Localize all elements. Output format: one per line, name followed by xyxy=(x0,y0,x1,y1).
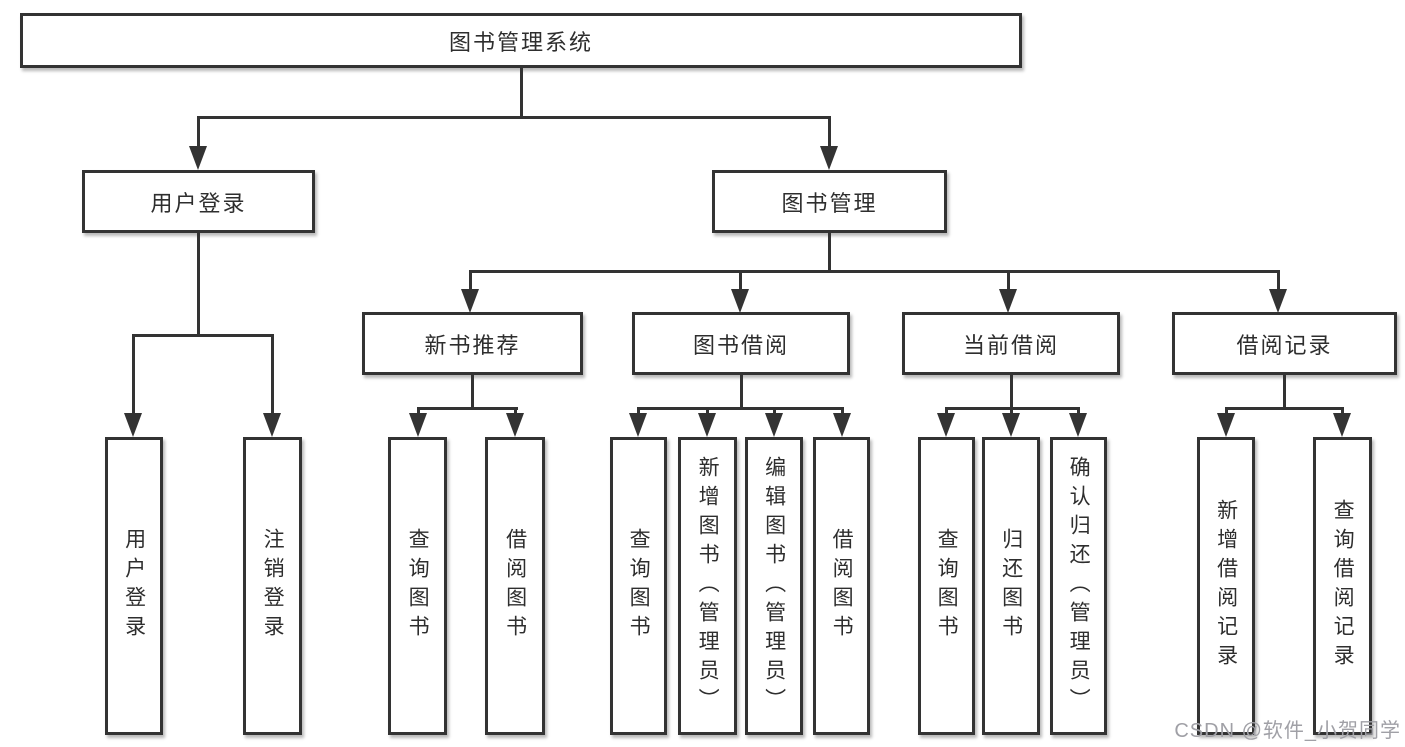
leaf-confirm-return-admin: 确认归还（管理员） xyxy=(1050,437,1107,735)
node-label: 查询图书 xyxy=(935,528,959,644)
leaf-query-borrow-record: 查询借阅记录 xyxy=(1313,437,1372,735)
leaf-logout: 注销登录 xyxy=(243,437,302,735)
node-label: 新书推荐 xyxy=(424,332,521,358)
connector-drop xyxy=(271,334,274,414)
node-label: 编辑图书（管理员） xyxy=(762,455,786,717)
leaf-borrow-books: 借阅图书 xyxy=(813,437,870,735)
node-new-book-recommend: 新书推荐 xyxy=(362,312,583,375)
arrowhead-icon xyxy=(506,413,524,437)
connector-drop xyxy=(945,407,948,416)
arrowhead-icon xyxy=(1269,289,1287,313)
connector-userlogin-stem xyxy=(197,232,200,336)
arrowhead-icon xyxy=(731,289,749,313)
arrowhead-icon xyxy=(1002,413,1020,437)
arrowhead-icon xyxy=(263,413,281,437)
connector-drop xyxy=(828,116,831,147)
connector-split xyxy=(1225,407,1343,410)
connector-drop xyxy=(1341,407,1344,416)
arrowhead-icon xyxy=(698,413,716,437)
leaf-add-borrow-record: 新增借阅记录 xyxy=(1197,437,1255,735)
connector-drop xyxy=(706,407,709,416)
arrowhead-icon xyxy=(409,413,427,437)
leaf-add-books-admin: 新增图书（管理员） xyxy=(678,437,737,735)
connector-stem xyxy=(740,374,743,409)
node-current-borrowing: 当前借阅 xyxy=(902,312,1120,375)
leaf-user-login: 用户登录 xyxy=(105,437,163,735)
node-label: 查询图书 xyxy=(406,528,430,644)
node-book-management: 图书管理 xyxy=(712,170,947,233)
node-label: 图书借阅 xyxy=(692,332,789,358)
node-label: 注销登录 xyxy=(261,528,285,644)
connector-drop xyxy=(1007,270,1010,291)
leaf-query-books-current: 查询图书 xyxy=(918,437,975,735)
node-label: 借阅记录 xyxy=(1236,332,1333,358)
leaf-query-books: 查询图书 xyxy=(610,437,667,735)
node-book-borrowing: 图书借阅 xyxy=(632,312,850,375)
leaf-query-books-recommend: 查询图书 xyxy=(388,437,447,735)
connector-drop xyxy=(469,270,472,291)
arrowhead-icon xyxy=(833,413,851,437)
connector-drop xyxy=(1277,270,1280,291)
node-label: 用户登录 xyxy=(122,528,146,644)
arrowhead-icon xyxy=(461,289,479,313)
connector-drop xyxy=(1225,407,1228,416)
connector-level2-split xyxy=(197,116,831,119)
node-label: 用户登录 xyxy=(150,190,247,216)
connector-drop xyxy=(1010,407,1013,416)
connector-userlogin-split xyxy=(132,334,274,337)
node-label: 查询借阅记录 xyxy=(1331,499,1355,673)
connector-bookmgmt-stem xyxy=(828,232,831,272)
connector-level3-split xyxy=(469,270,1280,273)
node-label: 图书管理 xyxy=(781,190,878,216)
arrowhead-icon xyxy=(1069,413,1087,437)
connector-stem xyxy=(1283,374,1286,409)
arrowhead-icon xyxy=(1333,413,1351,437)
node-label: 新增图书（管理员） xyxy=(696,455,720,717)
node-borrowing-records: 借阅记录 xyxy=(1172,312,1397,375)
connector-drop xyxy=(1077,407,1080,416)
watermark-text: CSDN @软件_小贺同学 xyxy=(1174,720,1401,742)
arrowhead-icon xyxy=(189,146,207,170)
node-user-login: 用户登录 xyxy=(82,170,315,233)
arrowhead-icon xyxy=(124,413,142,437)
connector-root-stem xyxy=(520,67,523,118)
node-label: 借阅图书 xyxy=(503,528,527,644)
connector-stem xyxy=(471,374,474,409)
arrowhead-icon xyxy=(999,289,1017,313)
connector-drop xyxy=(417,407,420,416)
node-label: 查询图书 xyxy=(627,528,651,644)
node-label: 借阅图书 xyxy=(830,528,854,644)
connector-drop xyxy=(773,407,776,416)
arrowhead-icon xyxy=(820,146,838,170)
connector-drop xyxy=(132,334,135,414)
node-label: 当前借阅 xyxy=(962,332,1059,358)
connector-drop xyxy=(739,270,742,291)
arrowhead-icon xyxy=(937,413,955,437)
leaf-borrow-books-recommend: 借阅图书 xyxy=(485,437,545,735)
leaf-edit-books-admin: 编辑图书（管理员） xyxy=(745,437,803,735)
connector-stem xyxy=(1010,374,1013,409)
connector-drop xyxy=(637,407,640,416)
node-label: 新增借阅记录 xyxy=(1214,499,1238,673)
connector-split xyxy=(637,407,844,410)
connector-drop xyxy=(514,407,517,416)
node-label: 确认归还（管理员） xyxy=(1067,455,1091,717)
connector-split xyxy=(417,407,518,410)
node-system-root: 图书管理系统 xyxy=(20,13,1022,68)
connector-drop xyxy=(841,407,844,416)
arrowhead-icon xyxy=(629,413,647,437)
arrowhead-icon xyxy=(765,413,783,437)
connector-drop xyxy=(197,116,200,147)
arrowhead-icon xyxy=(1217,413,1235,437)
node-label: 归还图书 xyxy=(999,528,1023,644)
leaf-return-books: 归还图书 xyxy=(982,437,1040,735)
node-label: 图书管理系统 xyxy=(448,29,593,55)
